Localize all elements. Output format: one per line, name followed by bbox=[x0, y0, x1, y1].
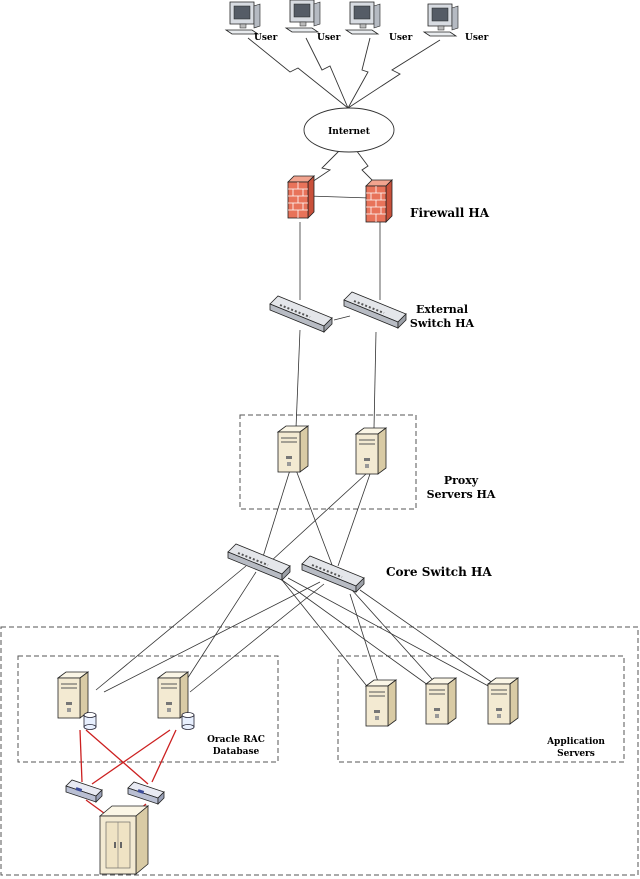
proxy-servers: Proxy Servers HA bbox=[277, 425, 496, 501]
user-pc-icon bbox=[225, 1, 261, 35]
user-label: User bbox=[465, 33, 489, 43]
internet-links bbox=[247, 37, 441, 191]
oracle-rac: Oracle RAC Database bbox=[57, 671, 265, 757]
switch-icon bbox=[227, 543, 291, 581]
switch-icon bbox=[269, 295, 333, 333]
storage-cabinet-icon bbox=[99, 805, 149, 875]
app-group-box bbox=[337, 655, 625, 763]
storage-device-icon bbox=[65, 779, 103, 803]
proxy-group-box bbox=[239, 414, 417, 510]
dashed-boxes bbox=[0, 414, 639, 876]
server-icon bbox=[355, 427, 387, 475]
app-servers-label-line1: Application bbox=[546, 737, 605, 747]
storage-links bbox=[79, 729, 177, 817]
server-icon bbox=[57, 671, 89, 719]
switch-icon bbox=[343, 291, 407, 329]
database-icon bbox=[83, 712, 97, 730]
app-servers-label-line2: Servers bbox=[557, 749, 595, 759]
user-label: User bbox=[254, 33, 278, 43]
user-pc-icon bbox=[423, 3, 459, 37]
database-icon bbox=[181, 712, 195, 730]
user-label: User bbox=[317, 33, 341, 43]
external-switch-label-line1: External bbox=[416, 303, 468, 316]
core-switch-pair: Core Switch HA bbox=[227, 543, 492, 593]
watermark: 头条@问答 bbox=[513, 845, 601, 863]
storage-device-icon bbox=[127, 781, 165, 805]
oracle-group-box bbox=[17, 655, 279, 763]
datacenter-box bbox=[0, 626, 639, 876]
firewall-label: Firewall HA bbox=[410, 206, 490, 220]
firewall-pair: Firewall HA bbox=[287, 175, 490, 223]
core-switch-label: Core Switch HA bbox=[386, 565, 492, 579]
user-pc-icon bbox=[345, 1, 381, 35]
firewall-icon bbox=[365, 179, 393, 223]
watermark-text: 头条@问答 bbox=[536, 847, 601, 863]
application-servers: Application Servers bbox=[365, 677, 605, 759]
server-icon bbox=[487, 677, 519, 725]
proxy-label-line1: Proxy bbox=[444, 474, 479, 487]
internet-label: Internet bbox=[328, 127, 371, 137]
internet-cloud: Internet bbox=[303, 107, 395, 153]
user-pc-icon bbox=[285, 0, 321, 33]
external-switch-label-line2: Switch HA bbox=[410, 317, 475, 330]
oracle-label-line1: Oracle RAC bbox=[207, 735, 265, 745]
proxy-label-line2: Servers HA bbox=[427, 488, 496, 501]
external-switch-pair: External Switch HA bbox=[269, 291, 475, 333]
server-icon bbox=[277, 425, 309, 473]
server-icon bbox=[157, 671, 189, 719]
firewall-icon bbox=[287, 175, 315, 219]
users-row: User User User User bbox=[225, 0, 489, 43]
watermark-logo-icon bbox=[513, 845, 531, 863]
server-icon bbox=[425, 677, 457, 725]
storage-group bbox=[65, 779, 165, 875]
oracle-label-line2: Database bbox=[213, 747, 260, 757]
server-icon bbox=[365, 679, 397, 727]
network-links bbox=[95, 195, 501, 693]
user-label: User bbox=[389, 33, 413, 43]
